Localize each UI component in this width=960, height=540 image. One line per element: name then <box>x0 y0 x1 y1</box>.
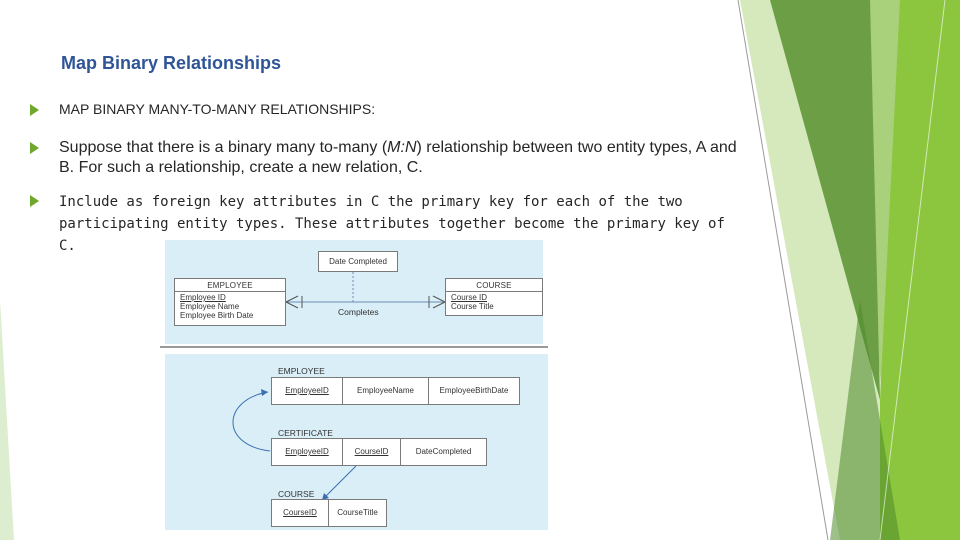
relation-column: CourseID <box>271 499 329 527</box>
entity-attribute: Employee ID <box>180 293 226 302</box>
entity-attribute: Course Title <box>451 302 494 311</box>
relation-column: EmployeeID <box>271 377 343 405</box>
bullet-item: Suppose that there is a binary many to-m… <box>30 138 750 178</box>
relation-column: EmployeeBirthDate <box>429 377 520 405</box>
relation-column: EmployeeID <box>271 438 343 466</box>
entity-name: COURSE <box>476 281 512 290</box>
deco-green-shape-dark <box>770 0 880 400</box>
bullet-marker-icon <box>30 142 39 154</box>
bullet-marker-icon <box>30 104 39 116</box>
bullet-text: MAP BINARY MANY-TO-MANY RELATIONSHIPS: <box>59 101 376 117</box>
entity-divider <box>446 291 542 292</box>
bullet-text-italic: M:N <box>387 139 417 156</box>
bullet-text: Include as foreign key attributes in C t… <box>59 194 725 254</box>
entity-name: EMPLOYEE <box>207 281 253 290</box>
deco-left-shape <box>0 300 14 540</box>
relation-employee: EmployeeID EmployeeName EmployeeBirthDat… <box>271 377 520 405</box>
mapping-figure: Date Completed EMPLOYEE Employee ID Empl… <box>160 240 548 530</box>
relation-column: DateCompleted <box>401 438 487 466</box>
bullet-text-part: ) relationship between two entity types,… <box>59 139 737 176</box>
relation-column: CourseTitle <box>329 499 387 527</box>
slide-title: Map Binary Relationships <box>61 53 282 73</box>
er-entity-employee: EMPLOYEE Employee ID Employee Name Emplo… <box>174 278 286 326</box>
relation-column: CourseID <box>343 438 401 466</box>
relation-name-course: COURSE <box>278 489 315 499</box>
entity-attribute: Employee Name <box>180 302 240 311</box>
deco-line <box>737 0 829 540</box>
entity-attribute: Employee Birth Date <box>180 311 254 320</box>
relation-column: EmployeeName <box>343 377 429 405</box>
bullet-list: MAP BINARY MANY-TO-MANY RELATIONSHIPS: S… <box>30 100 750 257</box>
relation-name-employee: EMPLOYEE <box>278 366 325 376</box>
relation-name-certificate: CERTIFICATE <box>278 428 333 438</box>
bullet-item: Include as foreign key attributes in C t… <box>30 191 750 257</box>
er-entity-course: COURSE Course ID Course Title <box>445 278 543 316</box>
bullet-marker-icon <box>30 195 39 207</box>
bullet-item: MAP BINARY MANY-TO-MANY RELATIONSHIPS: <box>30 100 750 118</box>
bullet-text-part: Suppose that there is a binary many to-m… <box>59 139 388 156</box>
entity-divider <box>175 291 285 292</box>
relation-course: CourseID CourseTitle <box>271 499 387 527</box>
relationship-attribute-box: Date Completed <box>318 251 398 272</box>
deco-green-shape-deep <box>830 300 900 540</box>
relation-certificate: EmployeeID CourseID DateCompleted <box>271 438 487 466</box>
relationship-name: Completes <box>338 307 379 317</box>
deco-line-2 <box>879 0 946 540</box>
deco-green-shape-mid <box>880 0 960 540</box>
entity-attribute: Course ID <box>451 293 488 302</box>
figure-divider <box>160 346 548 348</box>
